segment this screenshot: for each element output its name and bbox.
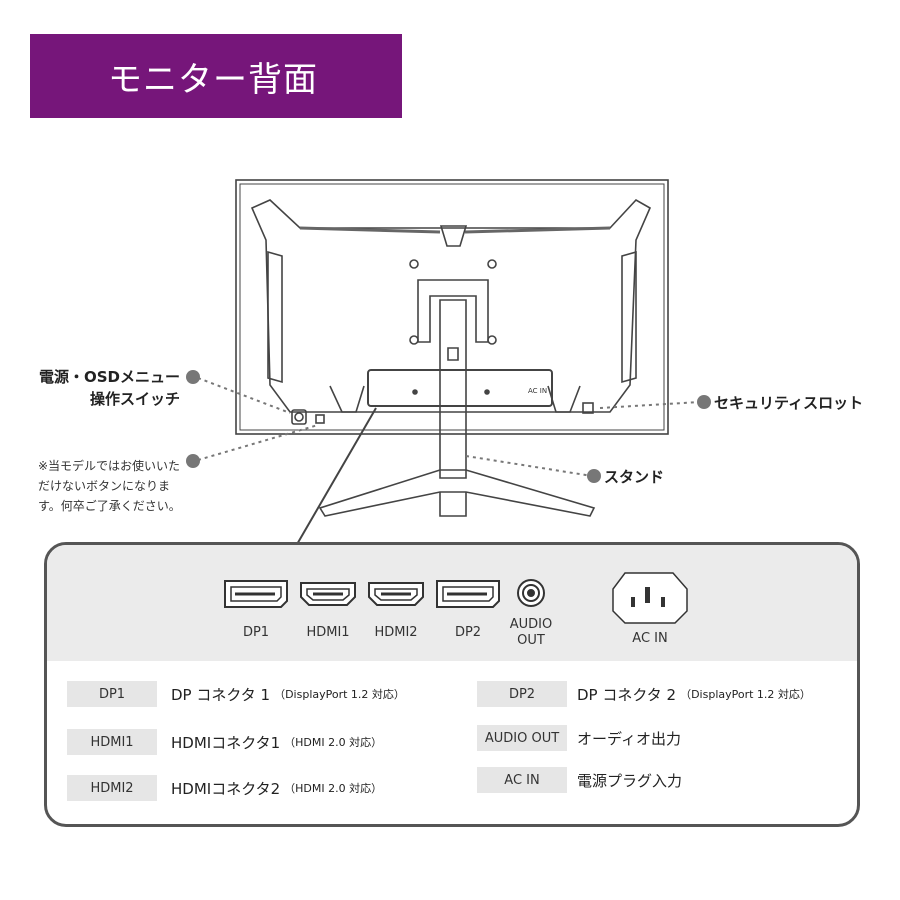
hdmi-icon [300, 582, 356, 606]
callout-dot-security [697, 395, 711, 409]
page-title: モニター背面 [108, 59, 318, 100]
spec-row-dp1: DP コネクタ 1 （DisplayPort 1.2 対応） [171, 681, 405, 707]
spec-row-dp2: DP コネクタ 2 （DisplayPort 1.2 対応） [577, 681, 811, 707]
spec-row-hdmi2: HDMIコネクタ2 （HDMI 2.0 対応） [171, 775, 382, 801]
displayport-icon [224, 580, 288, 608]
port-label-dp1: DP1 [242, 625, 270, 640]
spec-row-audio-out: オーディオ出力 [577, 725, 681, 751]
spec-value-hdmi1: HDMIコネクタ1 [171, 733, 281, 752]
mini-ac-in-label: AC IN [528, 387, 547, 395]
spec-key-audio-out: AUDIO OUT [477, 725, 567, 751]
back-housing [250, 198, 652, 413]
port-label-audio-out: AUDIO OUT [509, 617, 553, 648]
monitor-frame [235, 179, 669, 435]
callout-security-slot: セキュリティスロット [714, 394, 864, 412]
port-label-ac-in: AC IN [632, 631, 668, 646]
port-icons [224, 572, 688, 624]
callout-power-line1: 電源・OSDメニュー [38, 368, 180, 386]
callout-dot-stand [587, 469, 601, 483]
port-panel: DP1 HDMI1 HDMI2 DP2 AUDIO OUT AC IN DP1 … [44, 542, 860, 827]
callout-power-osd-switch: 電源・OSDメニュー 操作スイッチ [24, 366, 180, 410]
callout-stand: スタンド [604, 468, 665, 486]
spec-value-dp1: DP コネクタ 1 [171, 685, 271, 704]
spec-detail-dp2: （DisplayPort 1.2 対応） [680, 688, 811, 701]
spec-key-hdmi1: HDMI1 [67, 729, 157, 755]
port-label-hdmi2: HDMI2 [374, 625, 418, 640]
spec-detail-hdmi1: （HDMI 2.0 対応） [284, 736, 383, 749]
callout-power-line2: 操作スイッチ [89, 390, 180, 408]
callout-dot-note [186, 454, 200, 468]
callout-dot-power [186, 370, 200, 384]
spec-row-ac-in: 電源プラグ入力 [577, 767, 682, 793]
title-banner: モニター背面 [30, 34, 402, 118]
ac-inlet-icon [612, 572, 688, 624]
port-label-dp2: DP2 [454, 625, 482, 640]
displayport-icon [436, 580, 500, 608]
port-label-hdmi1: HDMI1 [306, 625, 350, 640]
spec-value-dp2: DP コネクタ 2 [577, 685, 677, 704]
spec-key-ac-in: AC IN [477, 767, 567, 793]
spec-value-ac-in: 電源プラグ入力 [577, 771, 683, 790]
note-text: ※当モデルではお使いいただけないボタンになります。何卒ご了承ください。 [38, 459, 181, 513]
spec-value-audio-out: オーディオ出力 [577, 729, 681, 748]
spec-key-dp1: DP1 [67, 681, 157, 707]
spec-detail-dp1: （DisplayPort 1.2 対応） [274, 688, 405, 701]
hdmi-icon [368, 582, 424, 606]
spec-value-hdmi2: HDMIコネクタ2 [171, 779, 281, 798]
spec-row-hdmi1: HDMIコネクタ1 （HDMI 2.0 対応） [171, 729, 382, 755]
spec-detail-hdmi2: （HDMI 2.0 対応） [284, 782, 383, 795]
spec-key-dp2: DP2 [477, 681, 567, 707]
spec-key-hdmi2: HDMI2 [67, 775, 157, 801]
audio-jack-icon [517, 579, 545, 607]
port-area-outline [367, 369, 553, 407]
